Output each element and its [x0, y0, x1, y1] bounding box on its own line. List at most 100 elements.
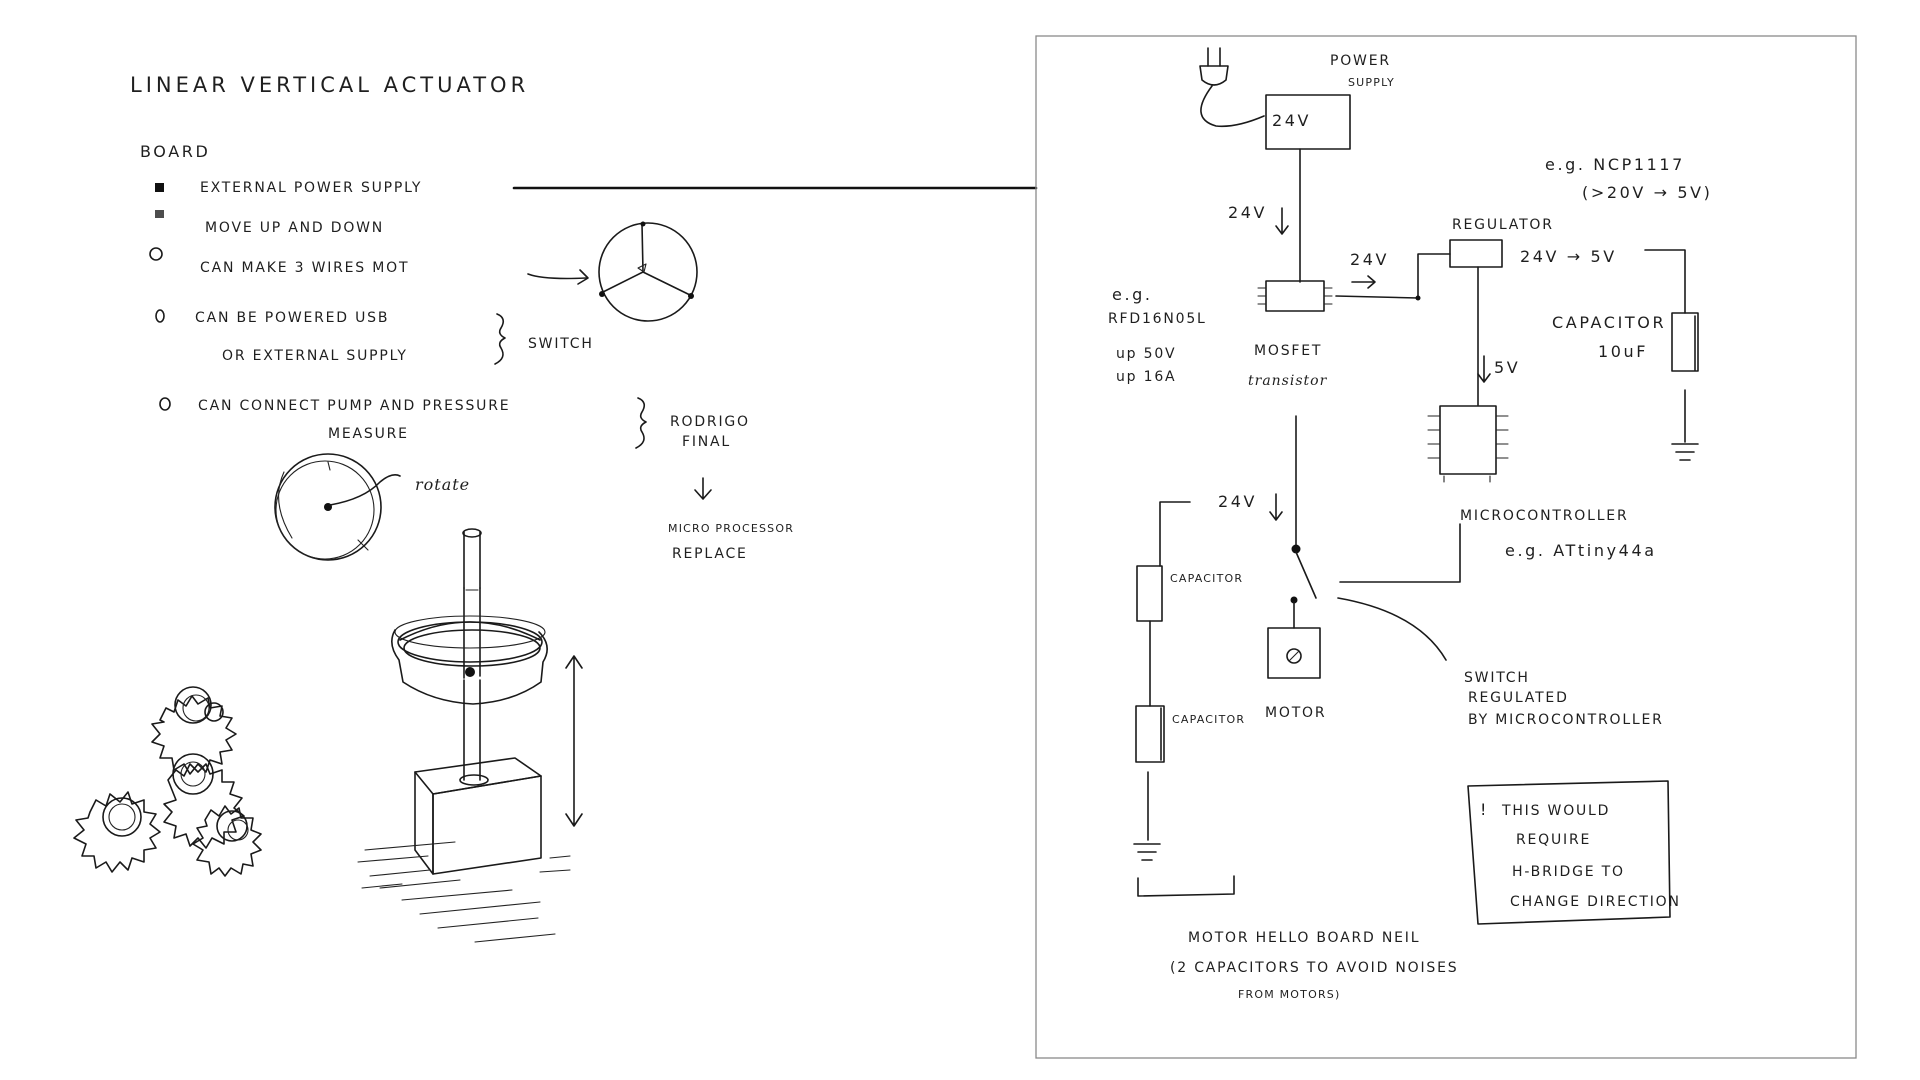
- hello-board-bracket: [1138, 876, 1234, 896]
- mosfet-part: RFD16N05L: [1108, 311, 1207, 327]
- capacitor-r-line1: CAPACITOR: [1552, 313, 1666, 332]
- regulator-box: [1450, 240, 1502, 267]
- rodrigo-line1: RODRIGO: [670, 414, 750, 430]
- bullet-open-circle-2: [156, 310, 164, 322]
- note-line4: CHANGE DIRECTION: [1510, 894, 1681, 910]
- bullet-2-text: MOVE UP AND DOWN: [205, 220, 384, 236]
- right-arrow-icon: [1352, 276, 1375, 288]
- switch-lever: [1296, 552, 1316, 598]
- motor-24v-label: 24V: [1218, 492, 1257, 511]
- bullet-5-text-line2: MEASURE: [328, 426, 409, 442]
- arrow-24v-down-label: 24V: [1228, 203, 1267, 222]
- down-arrow-icon: [1270, 494, 1282, 520]
- motor-label: MOTOR: [1265, 705, 1326, 721]
- left-notes: LINEAR VERTICAL ACTUATOR BOARD EXTERNAL …: [74, 73, 794, 942]
- ground-icon: [1672, 390, 1698, 460]
- arrow-head-icon: [578, 270, 588, 284]
- power-supply-line2: SUPPLY: [1348, 76, 1395, 89]
- note-line3: H-BRIDGE TO: [1512, 864, 1625, 880]
- note-line2: REQUIRE: [1516, 832, 1591, 848]
- actuator-sketch: [358, 529, 582, 942]
- regulator-label: REGULATOR: [1452, 217, 1554, 233]
- ground-icon: [1134, 772, 1160, 860]
- center-mark: [638, 264, 646, 272]
- schematic: 24V POWER SUPPLY 24V e.g. NCP1117 (>20V …: [1108, 48, 1713, 1001]
- regulator-conversion: 24V → 5V: [1520, 247, 1617, 266]
- capacitor-2: [1136, 706, 1164, 762]
- bullet-1-text: EXTERNAL POWER SUPPLY: [200, 180, 422, 196]
- note-mark: !: [1480, 800, 1489, 819]
- bullet-3-text: CAN MAKE 3 WIRES MOT: [200, 260, 409, 276]
- micro-to-switch-wire: [1340, 524, 1460, 582]
- switch-line3: BY MICROCONTROLLER: [1468, 712, 1664, 728]
- switch-line1: SWITCH: [1464, 670, 1530, 686]
- bullet-filled-square-2: [155, 210, 164, 218]
- motor-shaft-mark: [1289, 651, 1299, 661]
- arrow-shaft: [528, 274, 586, 279]
- rodrigo-line2: FINAL: [682, 434, 731, 450]
- mosfet-spec2: up 16A: [1116, 369, 1176, 385]
- down-arrow-icon: [695, 478, 711, 499]
- plug-icon: [1200, 66, 1228, 85]
- arrow-24v-mid-label: 24V: [1350, 250, 1389, 269]
- schematic-panel: [1036, 36, 1856, 1058]
- motor-box: [1268, 628, 1320, 678]
- micro-line1: MICRO PROCESSOR: [668, 522, 794, 535]
- switch-note: SWITCH: [528, 336, 594, 352]
- microcontroller-chip: [1440, 406, 1496, 474]
- wire-dot: [688, 293, 694, 299]
- bullet-4-text-line1: CAN BE POWERED USB: [195, 310, 389, 326]
- ncp-line1: e.g. NCP1117: [1545, 155, 1685, 174]
- mosfet-pins: [1258, 288, 1332, 304]
- micro-line2: REPLACE: [672, 546, 748, 562]
- board-heading: BOARD: [140, 142, 210, 161]
- bullet-open-circle-3: [160, 398, 170, 410]
- mosfet-eg: e.g.: [1112, 285, 1153, 304]
- down-arrow-icon: [1478, 356, 1490, 382]
- five-v-label: 5V: [1494, 358, 1520, 377]
- capacitor-1-label: CAPACITOR: [1170, 572, 1243, 585]
- note-line1: THIS WOULD: [1501, 803, 1610, 819]
- switch-leader: [1338, 598, 1446, 660]
- plug-prongs: [1208, 48, 1220, 66]
- capacitor-10uf: [1672, 313, 1698, 371]
- rodrigo-brace: [636, 398, 646, 448]
- capacitor-2-label: CAPACITOR: [1172, 713, 1245, 726]
- junction-dot: [1416, 296, 1421, 301]
- page-title: LINEAR VERTICAL ACTUATOR: [130, 73, 529, 97]
- hello-line1: MOTOR HELLO BOARD NEIL: [1188, 930, 1420, 946]
- rotate-ticks: [328, 462, 368, 550]
- gears-sketch: [74, 687, 261, 876]
- switch-brace: [495, 314, 505, 364]
- plug-cable: [1201, 86, 1264, 126]
- ncp-line2: (>20V → 5V): [1582, 183, 1713, 202]
- bullet-4-text-line2: OR EXTERNAL SUPPLY: [222, 348, 408, 364]
- capacitor-1: [1137, 566, 1162, 621]
- wire-dot: [641, 222, 646, 227]
- microcontroller-label: MICROCONTROLLER: [1460, 508, 1628, 524]
- rotate-leader: [330, 475, 400, 505]
- mosfet-sub: transistor: [1248, 373, 1328, 389]
- psu-voltage: 24V: [1272, 111, 1311, 130]
- mosfet-label: MOSFET: [1254, 343, 1322, 359]
- mosfet-box: [1266, 281, 1324, 311]
- power-supply-line1: POWER: [1330, 53, 1391, 69]
- bullet-filled-square: [155, 183, 164, 192]
- rotate-label: rotate: [415, 475, 470, 494]
- three-wire-motor-circle: [599, 223, 697, 321]
- mosfet-spec1: up 50V: [1116, 346, 1176, 362]
- hello-line2: (2 CAPACITORS TO AVOID NOISES: [1170, 960, 1458, 976]
- bullet-open-circle: [150, 248, 162, 260]
- wire-dot: [599, 291, 605, 297]
- capacitor-wire: [1645, 250, 1685, 313]
- hello-line3: FROM MOTORS): [1238, 988, 1340, 1001]
- bullet-5-text-line1: CAN CONNECT PUMP AND PRESSURE: [198, 398, 510, 414]
- capacitor-rail-top: [1160, 502, 1190, 566]
- switch-line2: REGULATED: [1468, 690, 1569, 706]
- down-arrow-icon: [1276, 208, 1288, 234]
- rotate-circle-inner: [276, 461, 374, 559]
- capacitor-r-line2: 10uF: [1598, 342, 1648, 361]
- attiny-label: e.g. ATtiny44a: [1505, 541, 1657, 560]
